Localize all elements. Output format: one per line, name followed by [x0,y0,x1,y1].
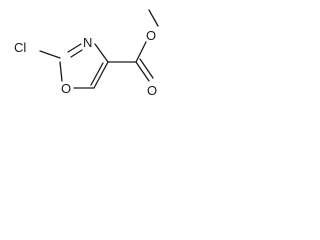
bond-c2-n3 [67,43,82,53]
bond-oester-methyl [148,9,159,27]
bond-c4-c5-double [90,62,104,86]
bond-ccarbonyl-ocarbonyl-double [139,58,154,79]
bond-c4-c5 [93,61,109,89]
bond-n3-c4 [94,43,109,63]
atom-label-o-ring: O [61,81,71,96]
atom-label-o-carbonyl: O [147,83,157,98]
structure-diagram: Cl N O O O [14,9,159,98]
bond-ccarbonyl-oester [135,41,147,63]
bond-c2-cl [39,50,61,59]
atom-label-n: N [83,35,92,50]
atom-label-o-ester: O [146,28,156,43]
bond-o1-c2 [59,61,63,82]
bond-c2-n3-double [70,49,83,58]
bond-ccarbonyl-ocarbonyl [135,61,150,82]
atom-label-cl: Cl [14,40,26,55]
